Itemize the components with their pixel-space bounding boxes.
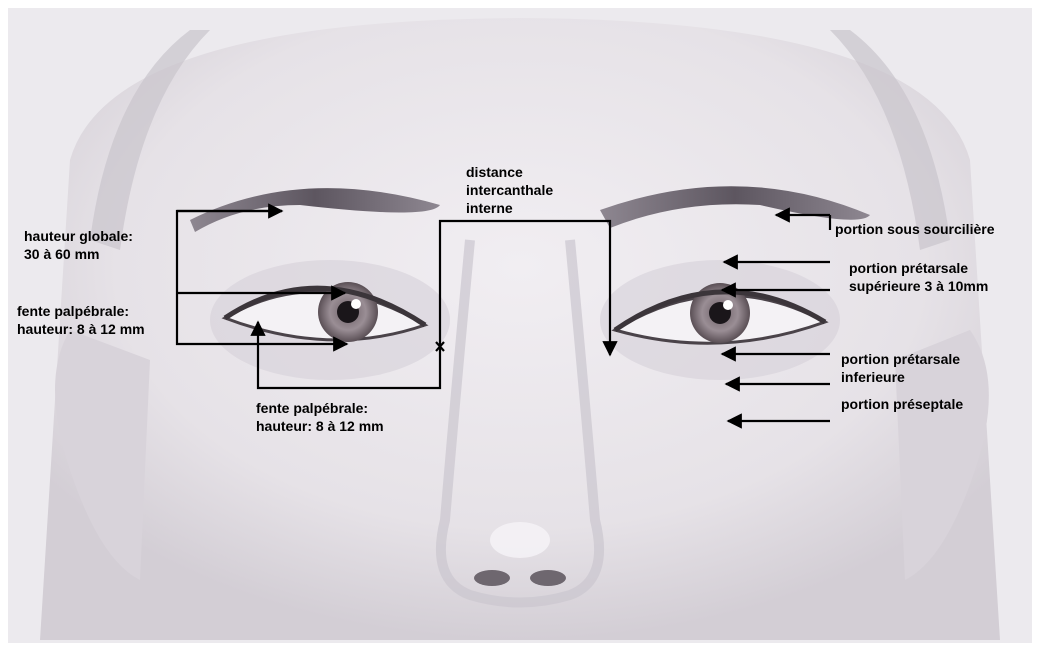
label-portion-sous-sourciliere: portion sous sourcilière	[835, 221, 995, 237]
label-portion-preseptale: portion préseptale	[841, 396, 963, 412]
face-illustration	[8, 8, 1032, 643]
